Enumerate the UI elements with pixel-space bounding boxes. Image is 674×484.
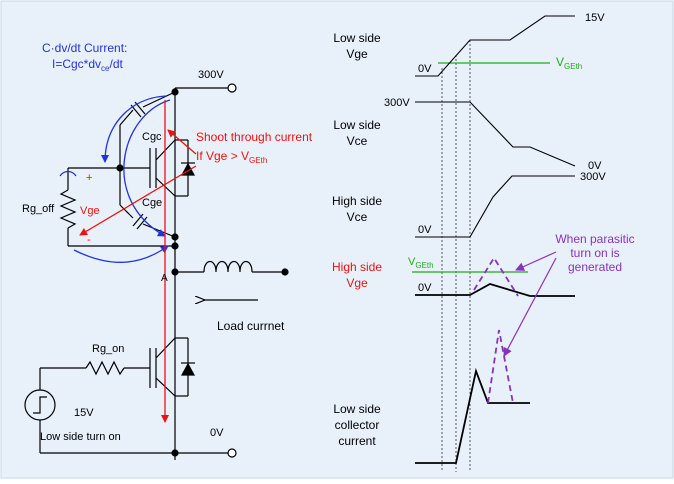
load-inductor bbox=[203, 260, 253, 273]
label-low-vge-2: Vge bbox=[346, 47, 368, 61]
wave-collector-current bbox=[415, 367, 530, 464]
label-15v-wave: 15V bbox=[585, 12, 605, 24]
cdvdt-title: C·dv/dt Current: bbox=[42, 41, 127, 55]
cdvdt-arrow-emitter bbox=[123, 99, 171, 237]
shoot-through-pointer bbox=[167, 129, 197, 155]
cdvdt-formula: I=Cgc*dvce/dt bbox=[52, 57, 123, 73]
label-0v-hvce: 0V bbox=[418, 224, 432, 236]
ls-diode bbox=[180, 362, 196, 376]
parasitic-bump-current bbox=[487, 329, 514, 404]
parasitic-pointer-2 bbox=[503, 257, 557, 357]
label-0v: 0V bbox=[210, 427, 224, 439]
gate-pulse-symbol bbox=[33, 396, 47, 414]
parasitic-bump-vge bbox=[473, 256, 519, 297]
label-0v-hvge: 0V bbox=[418, 282, 432, 294]
label-parasitic-1: When parasitic bbox=[555, 232, 634, 246]
label-minus: - bbox=[87, 234, 91, 246]
label-load-current: Load currnet bbox=[217, 319, 285, 333]
cgc-lead-diag bbox=[119, 109, 134, 126]
label-rg-off: Rg_off bbox=[22, 203, 55, 215]
cdvdt-arrow-gate bbox=[101, 95, 167, 163]
label-node-a: A bbox=[161, 273, 168, 284]
load-terminal bbox=[281, 268, 289, 276]
label-shoot-through: Shoot through current bbox=[196, 130, 313, 144]
shoot-through-paths bbox=[79, 100, 197, 423]
label-vge: Vge bbox=[80, 205, 100, 217]
label-low-vge-1: Low side bbox=[333, 31, 381, 45]
node-dot bbox=[171, 242, 179, 250]
parasitic-pointers bbox=[503, 251, 557, 357]
label-high-vce-2: Vce bbox=[347, 210, 368, 224]
wave-low-vce bbox=[415, 101, 576, 167]
wave-high-vce bbox=[415, 175, 575, 238]
label-low-side-turn-on: Low side turn on bbox=[40, 431, 121, 443]
cdvdt-arrow-return bbox=[73, 245, 169, 263]
circuit bbox=[24, 83, 289, 460]
label-0v-lvge: 0V bbox=[418, 63, 432, 75]
label-high-vge-2: Vge bbox=[346, 276, 368, 290]
label-parasitic-2: turn on is bbox=[570, 246, 619, 260]
label-parasitic-3: generated bbox=[568, 260, 622, 274]
node-dot bbox=[171, 233, 179, 241]
node-dot bbox=[171, 88, 179, 96]
label-low-vce-1: Low side bbox=[333, 118, 381, 132]
cge-plate-2 bbox=[136, 216, 148, 230]
node-dot bbox=[116, 164, 124, 172]
label-0v-lvce: 0V bbox=[588, 160, 602, 172]
label-collector-2: collector bbox=[335, 418, 380, 432]
vge-pointer bbox=[79, 165, 197, 236]
parasitic-pointer-1 bbox=[515, 251, 557, 271]
label-plus: + bbox=[86, 172, 92, 184]
label-low-vce-2: Vce bbox=[347, 134, 368, 148]
label-300v-lvce: 300V bbox=[384, 97, 410, 109]
top-terminal bbox=[227, 83, 237, 93]
label-vgeth: VGEth bbox=[556, 55, 582, 71]
wave-low-vge bbox=[415, 15, 575, 77]
cdvdt-current-paths bbox=[59, 95, 171, 263]
label-cge: Cge bbox=[142, 197, 162, 209]
rg-on-resistor bbox=[85, 360, 125, 376]
label-collector-1: Low side bbox=[333, 402, 381, 416]
label-high-vge-1: High side bbox=[332, 260, 382, 274]
cge-lead-diag bbox=[119, 204, 134, 219]
label-high-vce-1: High side bbox=[332, 194, 382, 208]
vge-loop-top bbox=[59, 170, 77, 177]
label-15v: 15V bbox=[74, 407, 94, 419]
label-rg-on: Rg_on bbox=[92, 343, 124, 355]
cgc-lead-right bbox=[142, 91, 176, 108]
waveforms bbox=[415, 15, 576, 464]
label-if-vge: If Vge > VGEth bbox=[196, 149, 267, 165]
parasitic-bumps bbox=[473, 256, 519, 404]
label-300v: 300V bbox=[198, 69, 224, 81]
label-collector-3: current bbox=[338, 434, 376, 448]
label-cgc: Cgc bbox=[142, 131, 162, 143]
circuit-labels: C·dv/dt Current: I=Cgc*dvce/dt 300V Cgc … bbox=[22, 41, 313, 443]
bottom-terminal bbox=[227, 448, 237, 458]
wave-high-vge bbox=[415, 283, 575, 297]
waveform-labels: Low side Vge 15V 0V VGEth Low side Vce 3… bbox=[332, 12, 635, 448]
label-vgeth-high: VGEth bbox=[408, 256, 434, 270]
rg-off-resistor bbox=[59, 189, 77, 229]
label-300v-hvce: 300V bbox=[580, 171, 606, 183]
